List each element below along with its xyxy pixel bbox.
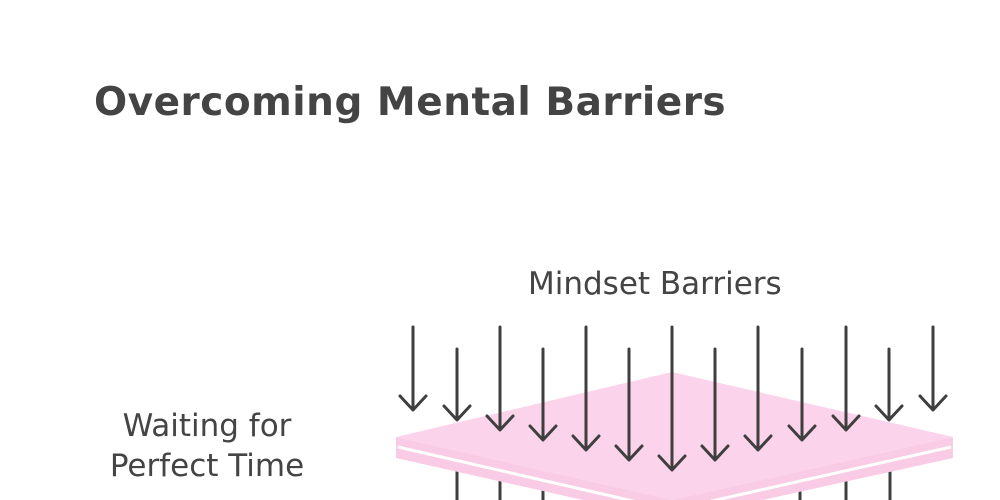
label-line-1: Waiting for [122, 408, 292, 444]
arrow [743, 325, 773, 452]
arrow [918, 325, 948, 412]
arrow [398, 325, 428, 412]
arrow [485, 325, 515, 432]
arrows-below-slab [455, 470, 892, 500]
arrow [442, 347, 472, 422]
arrow [614, 347, 644, 462]
arrow [700, 347, 730, 462]
barrier-slab [396, 372, 953, 500]
arrow [571, 325, 601, 452]
arrow [787, 347, 817, 442]
arrow [874, 347, 904, 422]
label-line-2: Perfect Time [109, 448, 305, 484]
mindset-barrier-arrows [398, 325, 948, 472]
arrow [528, 347, 558, 442]
mindset-barriers-label: Mindset Barriers [528, 266, 782, 302]
arrow [831, 325, 861, 432]
page-title: Overcoming Mental Barriers [94, 80, 727, 125]
arrow [657, 325, 687, 472]
waiting-for-perfect-time-label: Waiting for Perfect Time [92, 406, 322, 486]
